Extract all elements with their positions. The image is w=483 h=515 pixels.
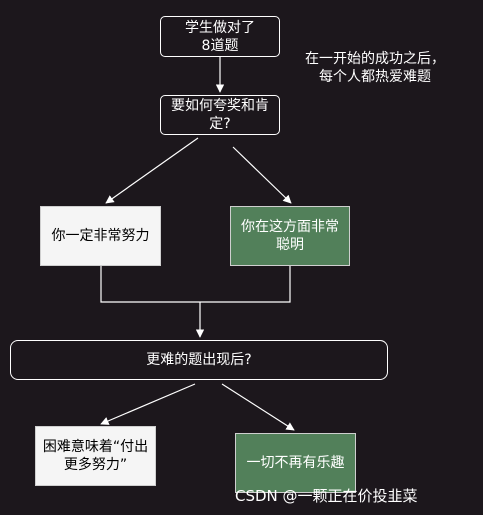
node-start: 学生做对了 8道题 bbox=[160, 16, 280, 57]
node-smart-result: 一切不再有乐趣 bbox=[235, 433, 356, 493]
arrow-harder-to-smart-result bbox=[221, 383, 295, 431]
merge-line bbox=[100, 266, 291, 303]
watermark: CSDN @一颗正在价投韭菜 bbox=[235, 487, 418, 505]
arrow-question-to-effort bbox=[105, 137, 199, 204]
node-smart-praise: 你在这方面非常 聪明 bbox=[230, 206, 350, 266]
node-harder-problem: 更难的题出现后? bbox=[10, 340, 388, 380]
annotation-note: 在一开始的成功之后， 每个人都热爱难题 bbox=[305, 51, 445, 85]
node-effort-praise: 你一定非常努力 bbox=[40, 206, 161, 266]
node-effort-result: 困难意味着“付出 更多努力” bbox=[35, 426, 156, 486]
node-question: 要如何夸奖和肯 定? bbox=[160, 95, 280, 135]
arrow-question-to-smart bbox=[232, 146, 292, 204]
arrow-harder-to-effort-result bbox=[100, 383, 196, 425]
